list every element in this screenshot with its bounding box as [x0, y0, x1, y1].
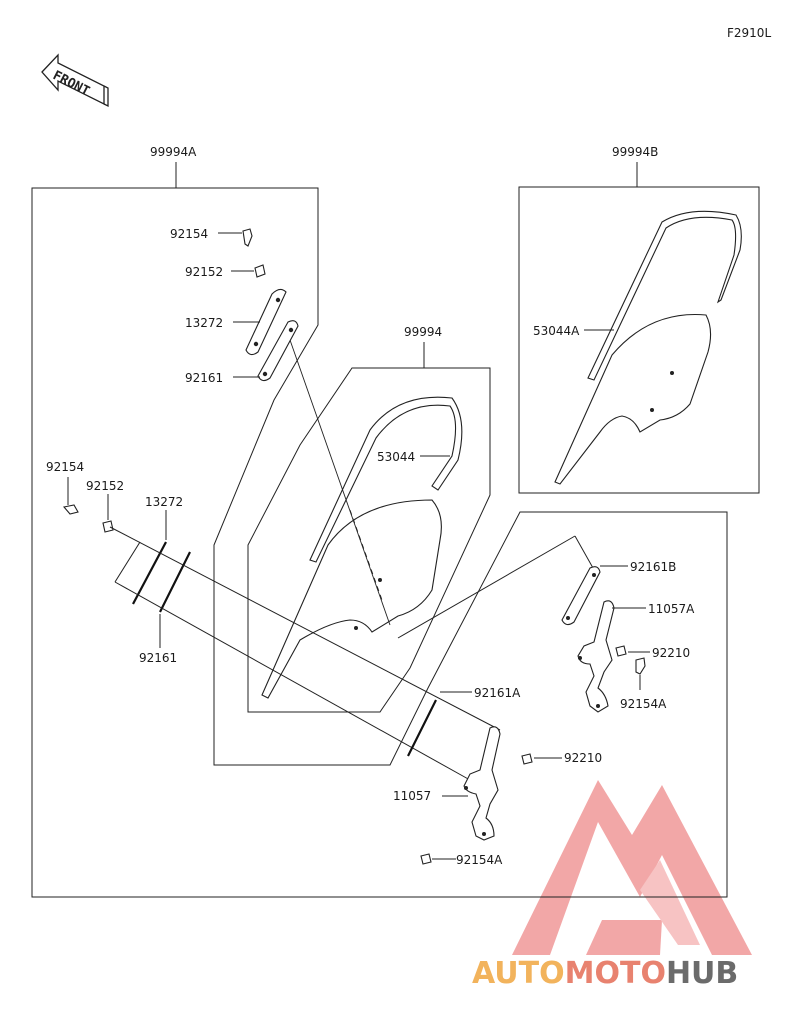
bolt-top — [242, 228, 253, 247]
windshield-53044 — [261, 396, 463, 699]
callout-washer-top: 92152 — [185, 265, 223, 279]
assembly-line-right2 — [574, 535, 594, 569]
assembly-line-upper — [109, 526, 501, 731]
callout-plate-top: 92161 — [185, 371, 223, 385]
callout-bolt-left: 92154 — [46, 460, 84, 474]
assembly-line-right — [397, 535, 576, 639]
nut-right-a — [615, 645, 627, 657]
assembly-line-end — [114, 541, 141, 583]
callout-rubber-top: 13272 — [185, 316, 223, 330]
plate-left — [159, 551, 191, 613]
callout-kit-a: 99994A — [150, 145, 197, 159]
washer-left — [102, 520, 114, 533]
bolt-left — [62, 504, 79, 515]
brand-part-moto: MOTO — [565, 956, 666, 991]
plate-right-b — [561, 566, 601, 626]
plate-mid-a — [407, 699, 437, 757]
callout-53044a: 53044A — [533, 324, 580, 338]
kit-a-frame — [31, 187, 728, 898]
callout-bolt-top: 92154 — [170, 227, 208, 241]
bolt-right-a — [635, 657, 646, 675]
watermark-logo — [512, 780, 752, 955]
bracket-right-a — [577, 600, 615, 713]
callout-rubber-left: 13272 — [145, 495, 183, 509]
callout-plate-left: 92161 — [139, 651, 177, 665]
callout-bracket-right-a: 11057A — [648, 602, 695, 616]
rubber-left — [132, 541, 167, 605]
callout-bolt-mid-a: 92154A — [456, 853, 503, 867]
front-arrow-icon: FRONT — [41, 53, 109, 108]
washer-top — [254, 264, 266, 278]
assembly-line-top — [289, 339, 391, 626]
bolt-mid-a — [420, 853, 432, 865]
callout-kit-b: 99994B — [612, 145, 658, 159]
nut-mid — [521, 753, 533, 765]
callout-plate-mid-a: 92161A — [474, 686, 521, 700]
assembly-dash — [349, 509, 383, 601]
figure-code: F2910L — [727, 26, 771, 40]
svg-text:AUTOMOTOHUB: AUTOMOTOHUB — [472, 956, 738, 991]
callout-bracket-mid: 11057 — [393, 789, 431, 803]
kit-b-frame — [518, 186, 760, 494]
kit-frame — [247, 367, 491, 713]
plate-top — [257, 320, 299, 382]
callout-nut-mid: 92210 — [564, 751, 602, 765]
bracket-mid — [463, 726, 501, 841]
windshield-53044a — [554, 210, 742, 485]
callout-53044: 53044 — [377, 450, 415, 464]
brand-part-auto: AUTO — [472, 956, 565, 991]
callout-plate-right-b: 92161B — [630, 560, 676, 574]
callout-kit: 99994 — [404, 325, 442, 339]
callout-bolt-right-a: 92154A — [620, 697, 667, 711]
callout-nut-right-a: 92210 — [652, 646, 690, 660]
rubber-top — [245, 288, 287, 356]
brand-part-hub: HUB — [666, 956, 738, 991]
assembly-line-lower — [114, 581, 471, 781]
callout-washer-left: 92152 — [86, 479, 124, 493]
